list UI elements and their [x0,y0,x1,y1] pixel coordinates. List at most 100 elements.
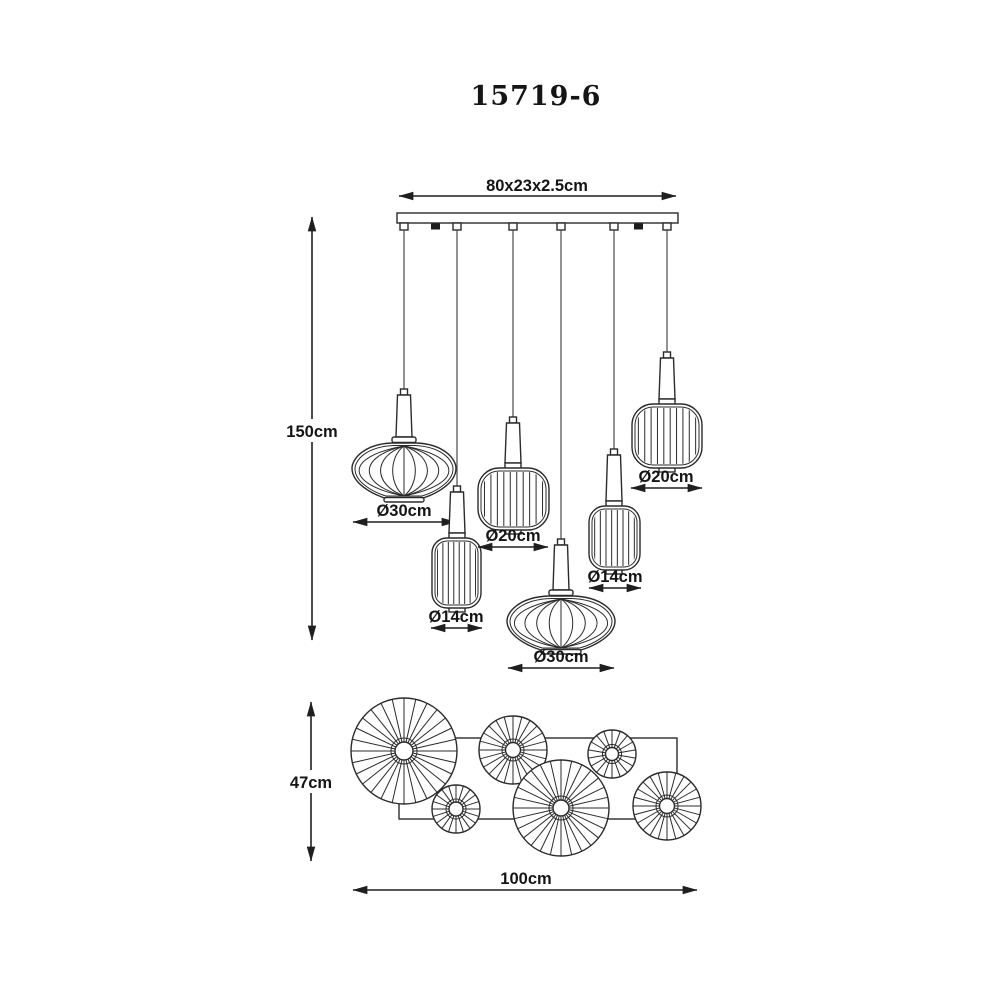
lamp-5-shade [588,505,641,571]
fan-hub-center [552,799,570,817]
cord-connector [399,388,409,396]
fan-spoke [380,758,401,799]
fan-spoke [412,752,456,764]
fan-spoke [671,810,692,831]
fan-spoke [649,812,664,836]
fan-spoke [514,796,554,807]
plan-width-dimension: 100cm [352,870,698,895]
fan-spoke [495,756,510,780]
shade-rib [358,445,405,497]
fan-spoke [562,815,573,855]
lamp-5 [588,230,641,575]
fan-spoke [411,727,452,748]
plan-height-dimension: 47cm [283,701,340,862]
fan-spoke [657,813,666,839]
fan-spoke [495,720,510,744]
shade-outline-inner [509,598,613,649]
shade-outline-inner [434,540,479,606]
fan-spoke [564,814,583,852]
fan-spoke [480,740,506,749]
lamp-socket [552,544,570,591]
fan-spoke [488,725,509,746]
lamp-2 [431,230,482,613]
fan-spoke [642,810,663,831]
fan-spoke [409,757,438,793]
fan-spoke [668,773,677,799]
fan-spoke [352,752,396,764]
fan-hub-center [394,741,414,761]
fan-spoke [562,761,573,801]
fan-spoke [634,807,660,816]
lamp-6 [631,230,703,473]
shade-collar [548,589,574,597]
fan-spoke [514,809,554,820]
shade-outline-inner [634,406,700,466]
shade-rib [536,598,562,649]
lamp-socket [448,491,466,534]
shade-collar [391,436,417,444]
fan-spoke [673,809,697,824]
fan-spoke [530,813,557,846]
drop-height-label: 150cm [286,423,337,441]
fan-spoke [567,811,605,830]
lamp-3-diameter-dimension: Ø20cm [477,527,549,552]
fan-spoke [411,754,452,775]
cord-grip [399,222,409,231]
shade-base [383,496,425,503]
lamp-5-diameter-dimension: Ø14cm [587,568,643,593]
fan-spoke [565,813,592,846]
shade-outline-outer [477,467,550,531]
canopy-bar [396,212,679,231]
lamp-1-shade [351,442,457,499]
fan-spoke [668,813,677,839]
fan-hub-center [658,797,676,815]
lamp-1 [351,230,457,503]
lamp-1-diameter-label: Ø30cm [376,502,431,520]
fan-spoke [674,796,700,805]
shade-rib [380,445,405,497]
shade-ribs [437,542,476,604]
fan-spoke [564,764,583,802]
fan-spoke [516,720,531,744]
fan-hub-ring [602,744,622,764]
fan-spoke [362,717,398,746]
lamp-4-diameter-dimension: Ø30cm [507,648,615,673]
mounting-clip [634,223,643,230]
fan-spoke [549,815,560,855]
fan-spoke [370,757,399,793]
shade-outline-outer [431,537,482,609]
fan-spoke [530,770,557,803]
cord-connector [662,351,672,359]
fan-hub-center [604,746,620,762]
fan-disc-3 [587,729,637,779]
fan-disc-2 [478,715,548,785]
fan-spoke [410,717,446,746]
fan-hub-ring [501,738,525,762]
lamp-2-diameter-label: Ø14cm [428,608,483,626]
fan-spoke [514,717,523,743]
fan-spoke [488,754,509,775]
fan-spoke [523,812,556,839]
fan-spoke [634,796,660,805]
lamp-6-shade [631,403,703,469]
fan-spoke [565,770,592,803]
fan-spoke [674,807,700,816]
canopy-dimension: 80x23x2.5cm [398,177,677,201]
lamp-socket [605,454,623,502]
fan-spoke [380,703,401,744]
shade-rib [403,445,416,497]
lamp-3 [477,230,550,535]
fan-spoke [520,751,546,760]
shade-outline-inner [480,470,547,528]
fan-spoke [352,738,396,750]
plan-view [350,697,702,857]
shade-rib [368,445,405,497]
shade-outline-inner [591,508,638,568]
fan-spoke [483,753,507,768]
cord-connector [452,485,462,493]
lamp-3-diameter-label: Ø20cm [485,527,540,545]
fan-spoke [391,759,403,803]
shade-rib [560,598,574,649]
